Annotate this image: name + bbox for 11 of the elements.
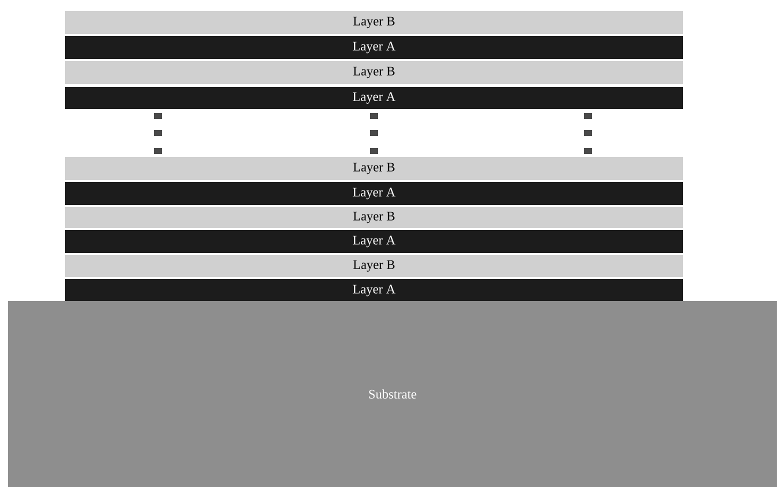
layer-band: Layer A <box>65 279 683 302</box>
layer-band: Layer A <box>65 87 683 109</box>
layer-band: Layer B <box>65 255 683 277</box>
layer-band: Layer B <box>65 207 683 228</box>
layer-band: Layer A <box>65 36 683 59</box>
layer-band: Layer A <box>65 230 683 253</box>
layer-band: Layer A <box>65 182 683 205</box>
layer-band: Layer B <box>65 157 683 180</box>
layer-band: Layer B <box>65 11 683 34</box>
layer-band: Layer B <box>65 61 683 84</box>
substrate-block: Substrate <box>8 301 777 487</box>
